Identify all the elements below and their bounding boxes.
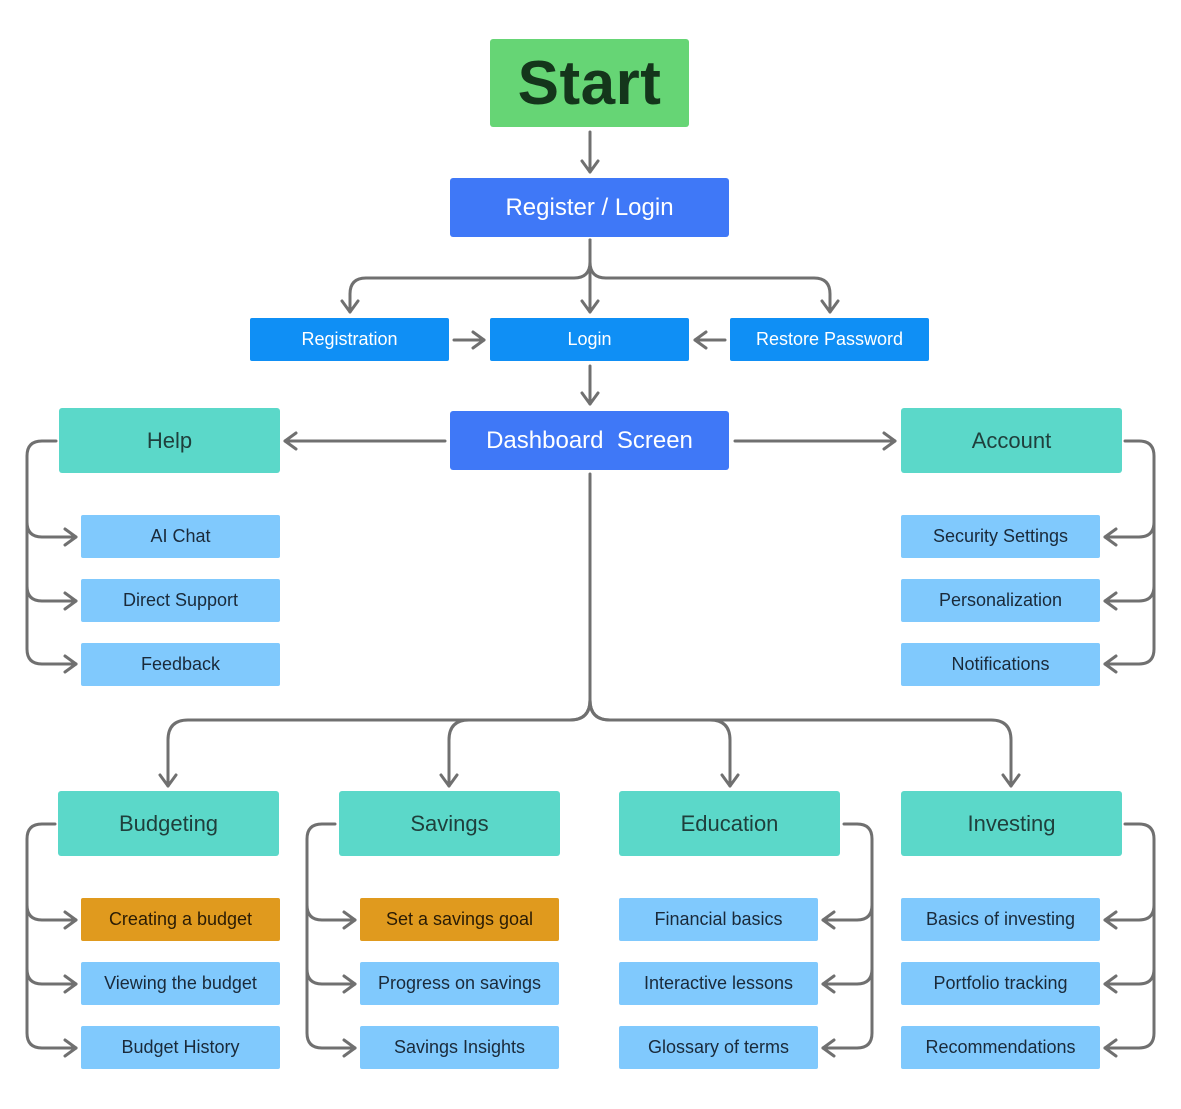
registration-node: Registration xyxy=(250,318,449,361)
arrow-register-to-restore xyxy=(588,238,840,314)
investing-item-basics: Basics of investing xyxy=(901,898,1100,941)
account-item-security-settings: Security Settings xyxy=(901,515,1100,558)
savings-item-set-goal: Set a savings goal xyxy=(360,898,559,941)
savings-item-insights: Savings Insights xyxy=(360,1026,559,1069)
bracket-budgeting xyxy=(25,822,78,1050)
help-node: Help xyxy=(59,408,280,473)
investing-item-portfolio-tracking: Portfolio tracking xyxy=(901,962,1100,1005)
help-item-direct-support: Direct Support xyxy=(81,579,280,622)
savings-item-progress: Progress on savings xyxy=(360,962,559,1005)
account-item-notifications: Notifications xyxy=(901,643,1100,686)
education-item-financial-basics: Financial basics xyxy=(619,898,818,941)
help-item-ai-chat: AI Chat xyxy=(81,515,280,558)
savings-node: Savings xyxy=(339,791,560,856)
budgeting-item-viewing-budget: Viewing the budget xyxy=(81,962,280,1005)
account-item-personalization: Personalization xyxy=(901,579,1100,622)
login-node: Login xyxy=(490,318,689,361)
arrow-dashboard-to-savings xyxy=(439,698,592,788)
arrow-dashboard-to-investing xyxy=(588,698,1021,788)
education-item-glossary: Glossary of terms xyxy=(619,1026,818,1069)
budgeting-item-budget-history: Budget History xyxy=(81,1026,280,1069)
bracket-savings xyxy=(305,822,357,1050)
help-item-feedback: Feedback xyxy=(81,643,280,686)
register-login-node: Register / Login xyxy=(450,178,729,237)
bracket-account xyxy=(1103,439,1156,666)
education-item-interactive-lessons: Interactive lessons xyxy=(619,962,818,1005)
dashboard-screen-node: Dashboard Screen xyxy=(450,411,729,470)
bracket-education xyxy=(821,822,874,1050)
start-node: Start xyxy=(490,39,689,127)
restore-password-node: Restore Password xyxy=(730,318,929,361)
arrow-dashboard-to-education xyxy=(588,698,740,788)
bracket-investing xyxy=(1103,822,1156,1050)
budgeting-item-creating-budget: Creating a budget xyxy=(81,898,280,941)
investing-node: Investing xyxy=(901,791,1122,856)
account-node: Account xyxy=(901,408,1122,473)
education-node: Education xyxy=(619,791,840,856)
bracket-help xyxy=(25,439,78,666)
investing-item-recommendations: Recommendations xyxy=(901,1026,1100,1069)
arrow-register-to-registration xyxy=(340,238,592,314)
budgeting-node: Budgeting xyxy=(58,791,279,856)
